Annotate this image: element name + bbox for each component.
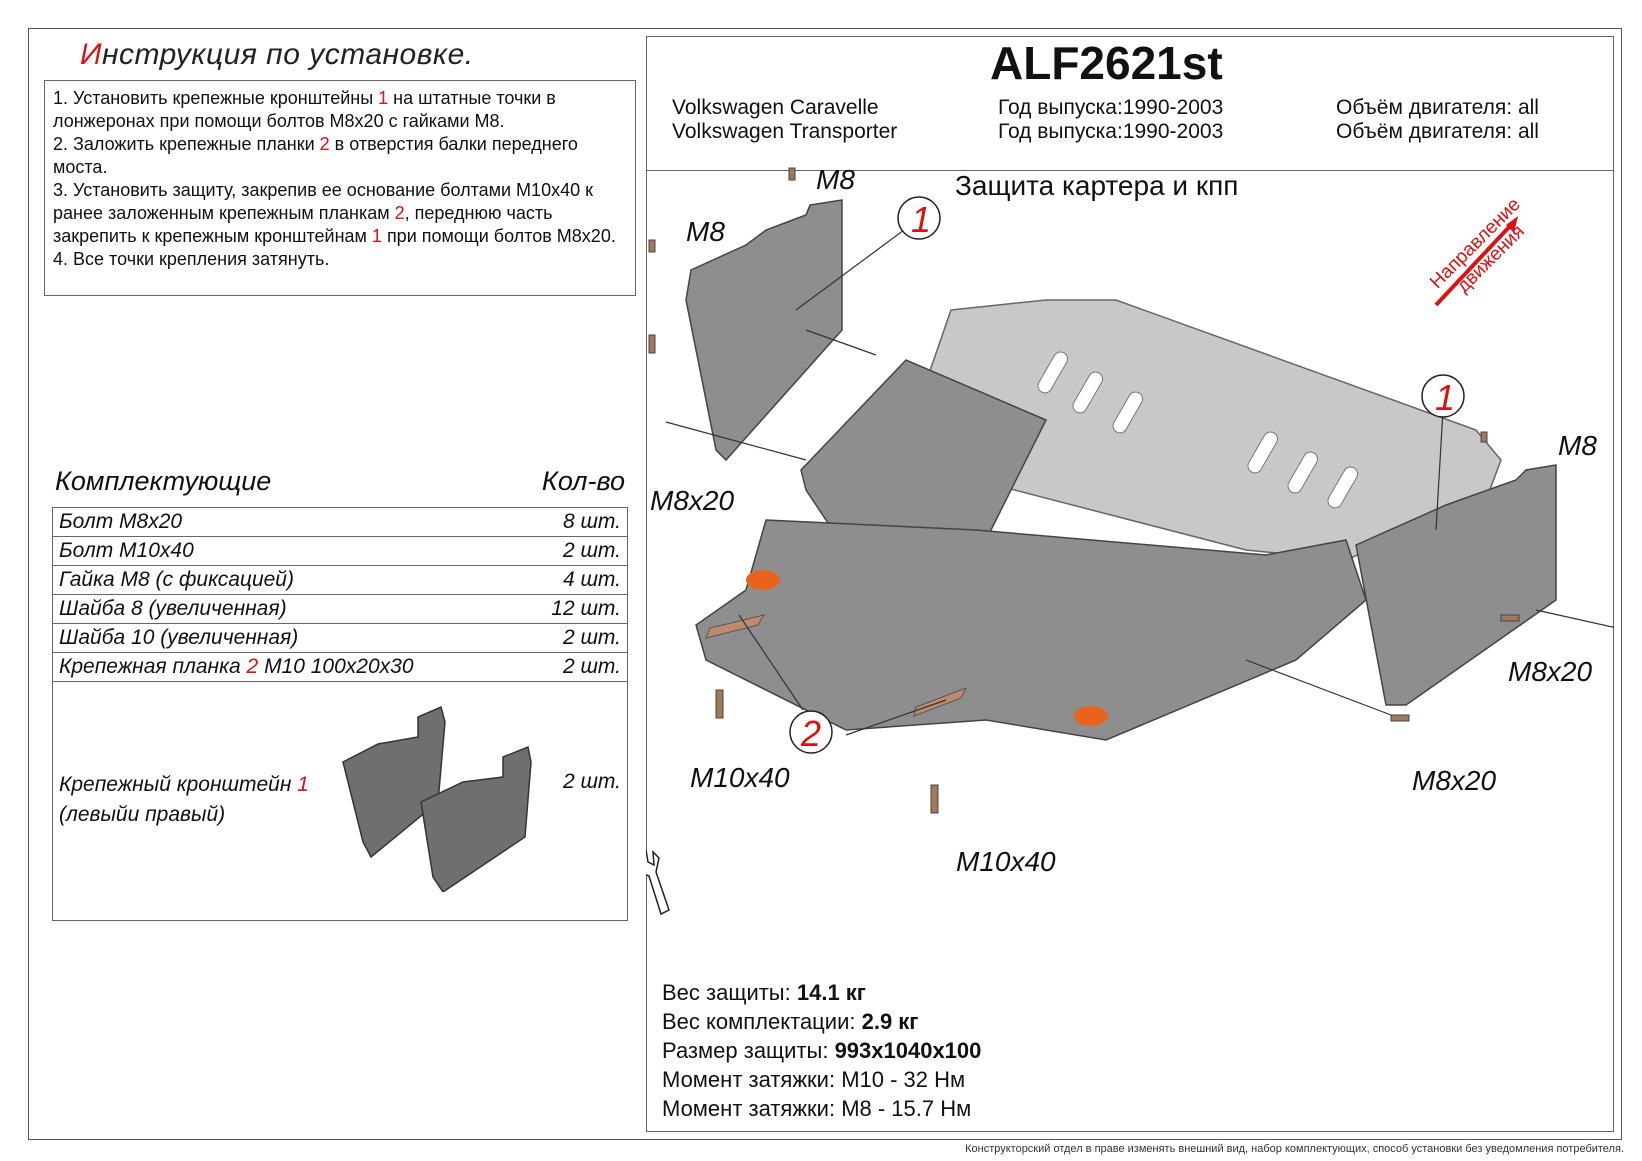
footer-disclaimer: Конструкторский отдел в праве изменять в…	[965, 1143, 1624, 1155]
label-m8-top: M8	[816, 164, 855, 195]
specifications: Вес защиты: 14.1 кг Вес комплектации: 2.…	[662, 978, 981, 1123]
label-m10x40-left: M10x40	[690, 762, 790, 793]
parts-row: Шайба 10 (увеличенная)2 шт.	[53, 624, 627, 653]
instructions-box: 1. Установить крепежные кронштейны 1 на …	[44, 80, 636, 296]
instructions-title: Инструкция по установке.	[80, 38, 474, 71]
step-3: 3. Установить защиту, закрепив ее основа…	[53, 180, 616, 246]
label-m8x20-left: M8x20	[650, 485, 735, 516]
bolt	[1480, 431, 1488, 443]
rubber-pad	[1074, 706, 1108, 726]
header-divider	[646, 170, 1614, 171]
rubber-pad	[746, 570, 780, 590]
label-m8-right: M8	[1558, 430, 1597, 461]
spec-torque-m8: Момент затяжки: М8 - 15.7 Нм	[662, 1096, 972, 1121]
direction-arrow	[1434, 223, 1513, 307]
label-m8x20-right: M8x20	[1508, 656, 1593, 687]
callout-1b-label: 1	[1435, 377, 1455, 418]
bolt	[648, 239, 656, 253]
qty-heading: Кол-во	[541, 466, 625, 496]
spec-torque-m10: Момент затяжки: М10 - 32 Нм	[662, 1067, 966, 1092]
drawing-subtitle: Защита картера и кпп	[955, 170, 1239, 201]
right-bracket	[1355, 464, 1557, 706]
label-m8x20-bottom: M8x20	[1412, 765, 1497, 796]
spec-weight: Вес защиты: 14.1 кг	[662, 980, 866, 1005]
spec-size: Размер защиты: 993х1040х100	[662, 1038, 982, 1063]
callout-1-label: 1	[911, 199, 931, 240]
parts-row: Шайба 8 (увеличенная)12 шт.	[53, 595, 627, 624]
label-m10x40-bottom: M10x40	[956, 846, 1056, 877]
bracket-label: Крепежный кронштейн 1(левыйи правый)	[59, 773, 309, 826]
callout-circle	[897, 196, 941, 240]
assembly-drawing: 1 1 2	[646, 167, 1614, 916]
callout-circle	[1421, 374, 1465, 418]
article-number: ALF2621st	[990, 37, 1223, 89]
mounting-plate	[705, 614, 766, 639]
drawing-panel	[646, 36, 1614, 1132]
step-4: 4. Все точки крепления затянуть.	[53, 249, 330, 269]
parts-heading: Комплектующие Кол-во	[55, 466, 625, 496]
callout-2-label: 2	[800, 713, 821, 754]
step-1: 1. Установить крепежные кронштейны 1 на …	[53, 88, 556, 131]
bottom-panel	[695, 519, 1367, 741]
parts-row-bracket: Крепежный кронштейн 1(левыйи правый) 2 ш…	[53, 682, 627, 920]
bolt	[788, 167, 796, 181]
bracket-qty: 2 шт.	[562, 770, 621, 793]
page-frame	[28, 28, 1622, 1140]
spec-kit-weight: Вес комплектации: 2.9 кг	[662, 1009, 919, 1034]
callout-circle	[789, 710, 833, 754]
parts-row: Гайка М8 (с фиксацией)4 шт.	[53, 566, 627, 595]
bolt	[1390, 714, 1410, 722]
label-m8-left: M8	[686, 216, 725, 247]
bolt	[1500, 614, 1520, 622]
wrench-icon	[646, 848, 670, 916]
left-bracket	[685, 199, 843, 462]
bolt	[930, 784, 939, 814]
bolt	[648, 334, 656, 354]
brackets-illustration	[342, 705, 532, 892]
direction-arrowhead	[1506, 216, 1518, 233]
bolt	[715, 689, 724, 719]
step-2: 2. Заложить крепежные планки 2 в отверст…	[53, 134, 578, 177]
